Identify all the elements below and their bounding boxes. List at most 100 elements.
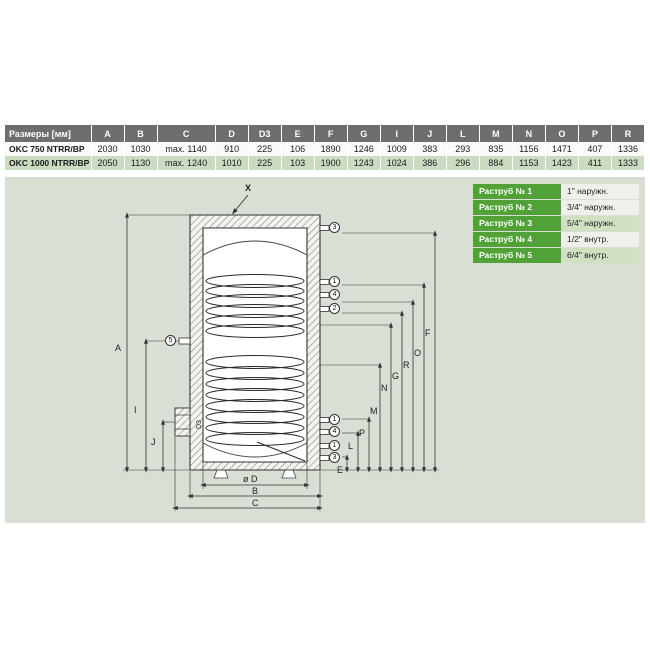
dim-value: 103 bbox=[281, 156, 315, 170]
legend-value: 5/4" наружн. bbox=[561, 216, 639, 231]
callout-5-left: 5 bbox=[165, 335, 176, 346]
dims-header-cell: L bbox=[446, 125, 480, 142]
dim-label-n: N bbox=[381, 383, 388, 393]
dim-value: 225 bbox=[248, 142, 282, 156]
callout-2: 2 bbox=[329, 303, 340, 314]
dim-label-j: J bbox=[151, 437, 156, 447]
dims-header-cell: G bbox=[347, 125, 381, 142]
section-arrow bbox=[231, 194, 249, 215]
dim-label-l: L bbox=[348, 441, 354, 451]
dim-label-f: F bbox=[425, 328, 431, 338]
dim-value: 1336 bbox=[611, 142, 646, 156]
dim-value: 386 bbox=[413, 156, 447, 170]
dim-value: 1130 bbox=[124, 156, 158, 170]
tank-foot-right bbox=[281, 469, 297, 479]
dim-value: 1890 bbox=[314, 142, 348, 156]
dims-header-cell: R bbox=[611, 125, 646, 142]
dims-header-cell: B bbox=[124, 125, 158, 142]
legend-value: 1" наружн. bbox=[561, 184, 639, 199]
dim-value: 910 bbox=[215, 142, 249, 156]
tank-shell bbox=[189, 214, 321, 479]
dim-label-b: B bbox=[252, 486, 259, 496]
callout-4-lower: 4 bbox=[329, 426, 340, 437]
dim-value: 1030 bbox=[124, 142, 158, 156]
dim-value: 1010 bbox=[215, 156, 249, 170]
dim-value: 835 bbox=[479, 142, 513, 156]
callout-3-top: 3 bbox=[329, 222, 340, 233]
legend-value: 3/4" наружн. bbox=[561, 200, 639, 215]
dim-value: 1156 bbox=[512, 142, 546, 156]
dim-value: 1471 bbox=[545, 142, 579, 156]
dim-value: 225 bbox=[248, 156, 282, 170]
tank-drawing bbox=[123, 194, 439, 511]
cleaning-flange bbox=[174, 407, 191, 437]
dim-value: 884 bbox=[479, 156, 513, 170]
dim-value: max. 1140 bbox=[157, 142, 216, 156]
dims-header-cell: P bbox=[578, 125, 612, 142]
tank-foot-left bbox=[213, 469, 229, 479]
dim-value: 1333 bbox=[611, 156, 646, 170]
dim-value: 293 bbox=[446, 142, 480, 156]
dim-label-a: A bbox=[115, 343, 122, 353]
dims-header-cell: A bbox=[91, 125, 125, 142]
dims-header-cell: D bbox=[215, 125, 249, 142]
dim-value: 2050 bbox=[91, 156, 125, 170]
model-name: OKC 750 NTRR/BP bbox=[5, 142, 92, 156]
legend-value: 6/4" внутр. bbox=[561, 248, 639, 263]
legend-name: Раструб № 5 bbox=[473, 248, 561, 263]
dim-label-c: C bbox=[252, 498, 259, 508]
dim-value: 1009 bbox=[380, 142, 414, 156]
flange-label-d3: D3 bbox=[196, 420, 203, 429]
dims-header-cell: Размеры [мм] bbox=[5, 125, 92, 142]
dim-label-i: I bbox=[134, 405, 137, 415]
callout-1-bottom: 1 bbox=[329, 440, 340, 451]
legend-name: Раструб № 2 bbox=[473, 200, 561, 215]
tank-top-dome bbox=[202, 240, 308, 256]
legend-name: Раструб № 4 bbox=[473, 232, 561, 247]
dims-header-cell: J bbox=[413, 125, 447, 142]
dim-label-p: P bbox=[359, 428, 366, 438]
dim-value: 296 bbox=[446, 156, 480, 170]
dim-value: 383 bbox=[413, 142, 447, 156]
model-name: OKC 1000 NTRR/BP bbox=[5, 156, 92, 170]
legend-name: Раструб № 3 bbox=[473, 216, 561, 231]
lower-coil bbox=[205, 355, 306, 462]
dim-label-o: O bbox=[414, 348, 422, 358]
dims-header-cell: I bbox=[380, 125, 414, 142]
section-label: X bbox=[245, 183, 252, 193]
legend-value: 1/2" внутр. bbox=[561, 232, 639, 247]
dim-value: 106 bbox=[281, 142, 315, 156]
dim-value: 1243 bbox=[347, 156, 381, 170]
dim-label-e: E bbox=[337, 465, 344, 475]
dim-label-r: R bbox=[403, 360, 410, 370]
callout-4-upper: 4 bbox=[329, 289, 340, 300]
dims-header-cell: E bbox=[281, 125, 315, 142]
dimension-lines bbox=[123, 212, 439, 511]
dim-value: 1024 bbox=[380, 156, 414, 170]
dim-label-diameter: ø D bbox=[243, 474, 258, 484]
callout-3-bottom: 3 bbox=[329, 452, 340, 463]
dim-value: 2030 bbox=[91, 142, 125, 156]
dims-header-cell: N bbox=[512, 125, 546, 142]
upper-coil bbox=[205, 274, 305, 338]
dims-header-cell: F bbox=[314, 125, 348, 142]
dim-label-g: G bbox=[392, 371, 400, 381]
dim-value: 1153 bbox=[512, 156, 546, 170]
dims-header-cell: M bbox=[479, 125, 513, 142]
dim-value: max. 1240 bbox=[157, 156, 216, 170]
dim-value: 1423 bbox=[545, 156, 579, 170]
tank-bottom-dome bbox=[202, 442, 308, 458]
dim-value: 411 bbox=[578, 156, 612, 170]
